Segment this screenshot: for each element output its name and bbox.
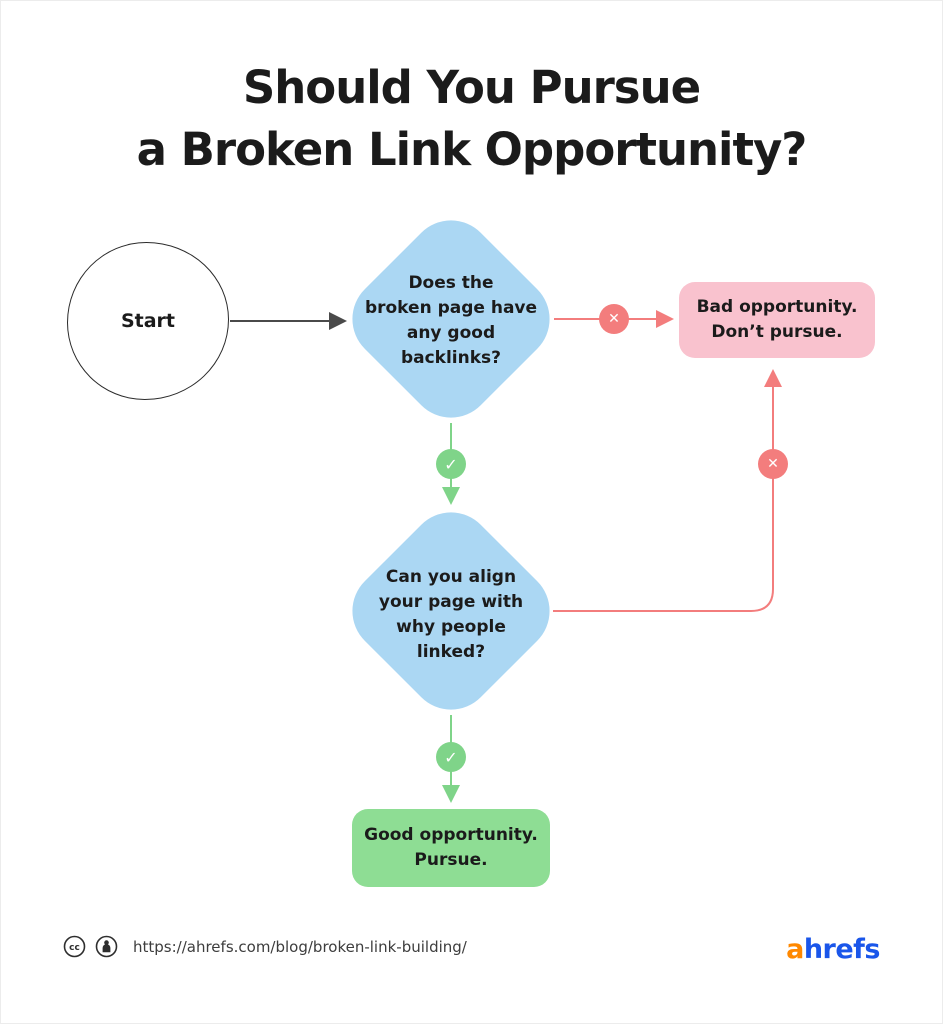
good-outcome-label: Good opportunity. Pursue. — [364, 824, 538, 871]
ahrefs-logo-a: a — [786, 934, 804, 965]
x-icon: ✕ — [608, 311, 620, 327]
x-icon: ✕ — [767, 456, 779, 472]
start-node: Start — [67, 242, 229, 400]
svg-text:cc: cc — [69, 943, 80, 953]
check-icon: ✓ — [444, 747, 458, 767]
bad-outcome-label: Bad opportunity. Don’t pursue. — [696, 296, 858, 343]
check-icon: ✓ — [444, 454, 458, 474]
decision1-label: Does the broken page have any good backl… — [364, 273, 538, 369]
ahrefs-logo: ahrefs — [786, 934, 880, 965]
start-node-label: Start — [120, 310, 176, 332]
arrow-decision2-no-to-bad — [553, 369, 782, 612]
cc-icon: cc — [63, 935, 86, 958]
yes-badge-decision2: ✓ — [436, 742, 466, 772]
source-url: https://ahrefs.com/blog/broken-link-buil… — [133, 937, 467, 956]
footer: cc https://ahrefs.com/blog/broken-link-b… — [63, 935, 467, 958]
yes-badge-decision1: ✓ — [436, 449, 466, 479]
page-title: Should You Pursue a Broken Link Opportun… — [136, 61, 808, 177]
decision2-label: Can you align your page with why people … — [378, 567, 524, 663]
attribution-icon — [95, 935, 118, 958]
no-badge-decision2: ✕ — [758, 449, 788, 479]
ahrefs-logo-hrefs: hrefs — [803, 934, 881, 965]
bad-outcome-node: Bad opportunity. Don’t pursue. — [679, 282, 875, 358]
no-badge-decision1: ✕ — [599, 304, 629, 334]
good-outcome-node: Good opportunity. Pursue. — [352, 809, 550, 887]
